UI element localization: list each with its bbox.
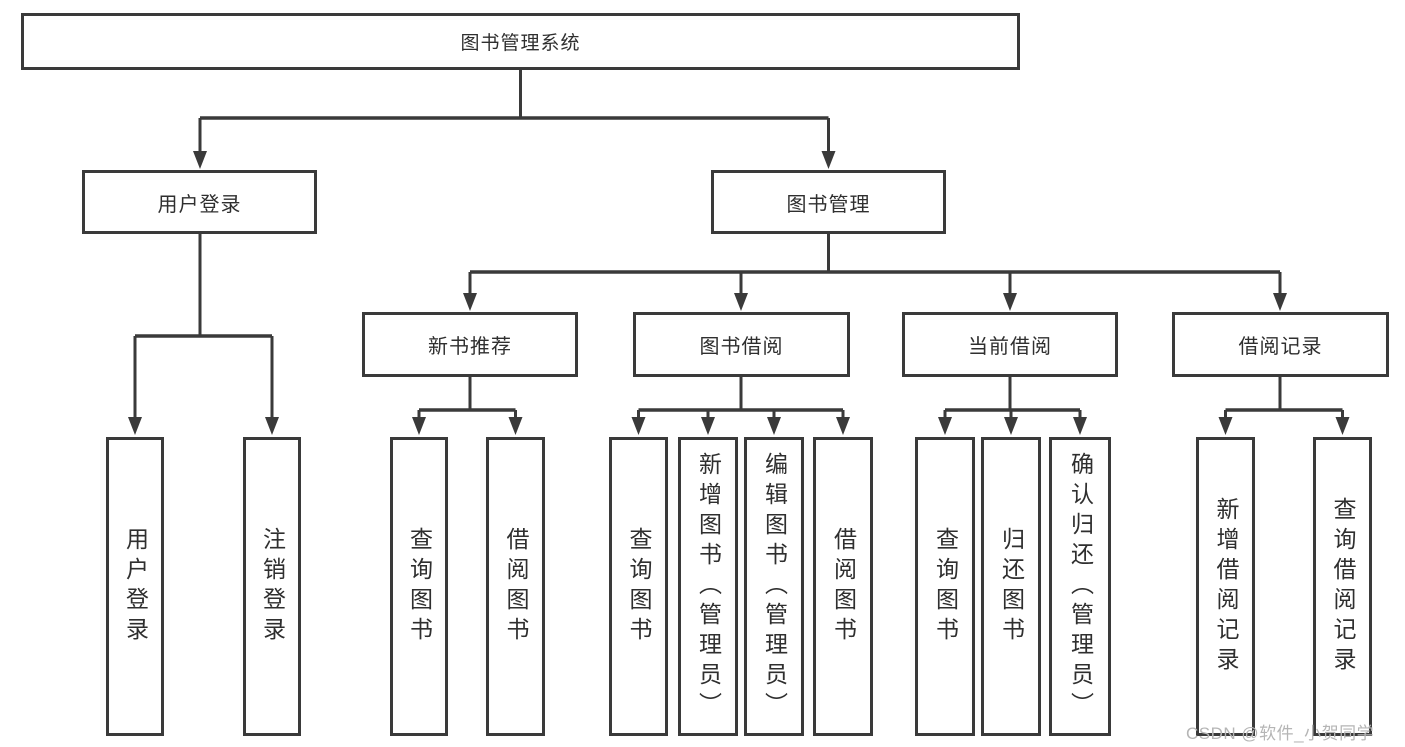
node-label: 当前借阅 <box>968 336 1052 358</box>
node-library-management-system: 图书管理系统 <box>21 13 1020 70</box>
leaf-current-query-books: 查询图书 <box>915 437 975 736</box>
leaf-label: 用户登录 <box>122 526 149 647</box>
node-book-management: 图书管理 <box>711 170 946 234</box>
leaf-borrow-borrow-books: 借阅图书 <box>813 437 873 736</box>
csdn-watermark: CSDN @软件_小贺同学 <box>1186 724 1375 743</box>
leaf-label: 新增图书（管理员） <box>695 451 722 722</box>
node-user-login: 用户登录 <box>82 170 317 234</box>
leaf-label: 确认归还（管理员） <box>1067 451 1094 722</box>
leaf-label: 查询图书 <box>406 526 433 647</box>
node-label: 新书推荐 <box>428 336 512 358</box>
node-borrowing-records: 借阅记录 <box>1172 312 1389 377</box>
leaf-label: 借阅图书 <box>830 526 857 647</box>
leaf-recommend-borrow-books: 借阅图书 <box>486 437 545 736</box>
node-book-borrowing: 图书借阅 <box>633 312 850 377</box>
node-label: 图书借阅 <box>699 336 784 358</box>
leaf-label: 注销登录 <box>259 526 286 647</box>
leaf-current-confirm-return-admin: 确认归还（管理员） <box>1049 437 1111 736</box>
leaf-recommend-query-books: 查询图书 <box>390 437 448 736</box>
leaf-borrow-add-books-admin: 新增图书（管理员） <box>678 437 738 736</box>
leaf-records-add-record: 新增借阅记录 <box>1196 437 1255 736</box>
node-new-book-recommend: 新书推荐 <box>362 312 578 377</box>
leaf-label: 查询图书 <box>626 526 652 647</box>
leaf-borrow-edit-books-admin: 编辑图书（管理员） <box>744 437 804 736</box>
arrowheads <box>128 151 1350 435</box>
node-label: 图书管理 <box>786 193 871 216</box>
connector-stems <box>133 69 1344 423</box>
leaf-records-query-record: 查询借阅记录 <box>1313 437 1372 736</box>
node-label: 用户登录 <box>157 193 242 216</box>
leaf-user-login: 用户登录 <box>106 437 164 736</box>
leaf-label: 新增借阅记录 <box>1213 496 1239 677</box>
leaf-logout: 注销登录 <box>243 437 301 736</box>
node-label: 图书管理系统 <box>460 33 581 54</box>
leaf-borrow-query-books: 查询图书 <box>609 437 668 736</box>
leaf-label: 编辑图书（管理员） <box>761 451 788 722</box>
node-label: 借阅记录 <box>1238 336 1323 358</box>
leaf-label: 归还图书 <box>998 526 1025 647</box>
leaf-label: 查询借阅记录 <box>1330 496 1356 677</box>
connector-branch-bars <box>135 116 1343 412</box>
node-current-borrowing: 当前借阅 <box>902 312 1118 377</box>
leaf-current-return-books: 归还图书 <box>981 437 1041 736</box>
leaf-label: 查询图书 <box>932 526 959 647</box>
leaf-label: 借阅图书 <box>503 526 529 647</box>
